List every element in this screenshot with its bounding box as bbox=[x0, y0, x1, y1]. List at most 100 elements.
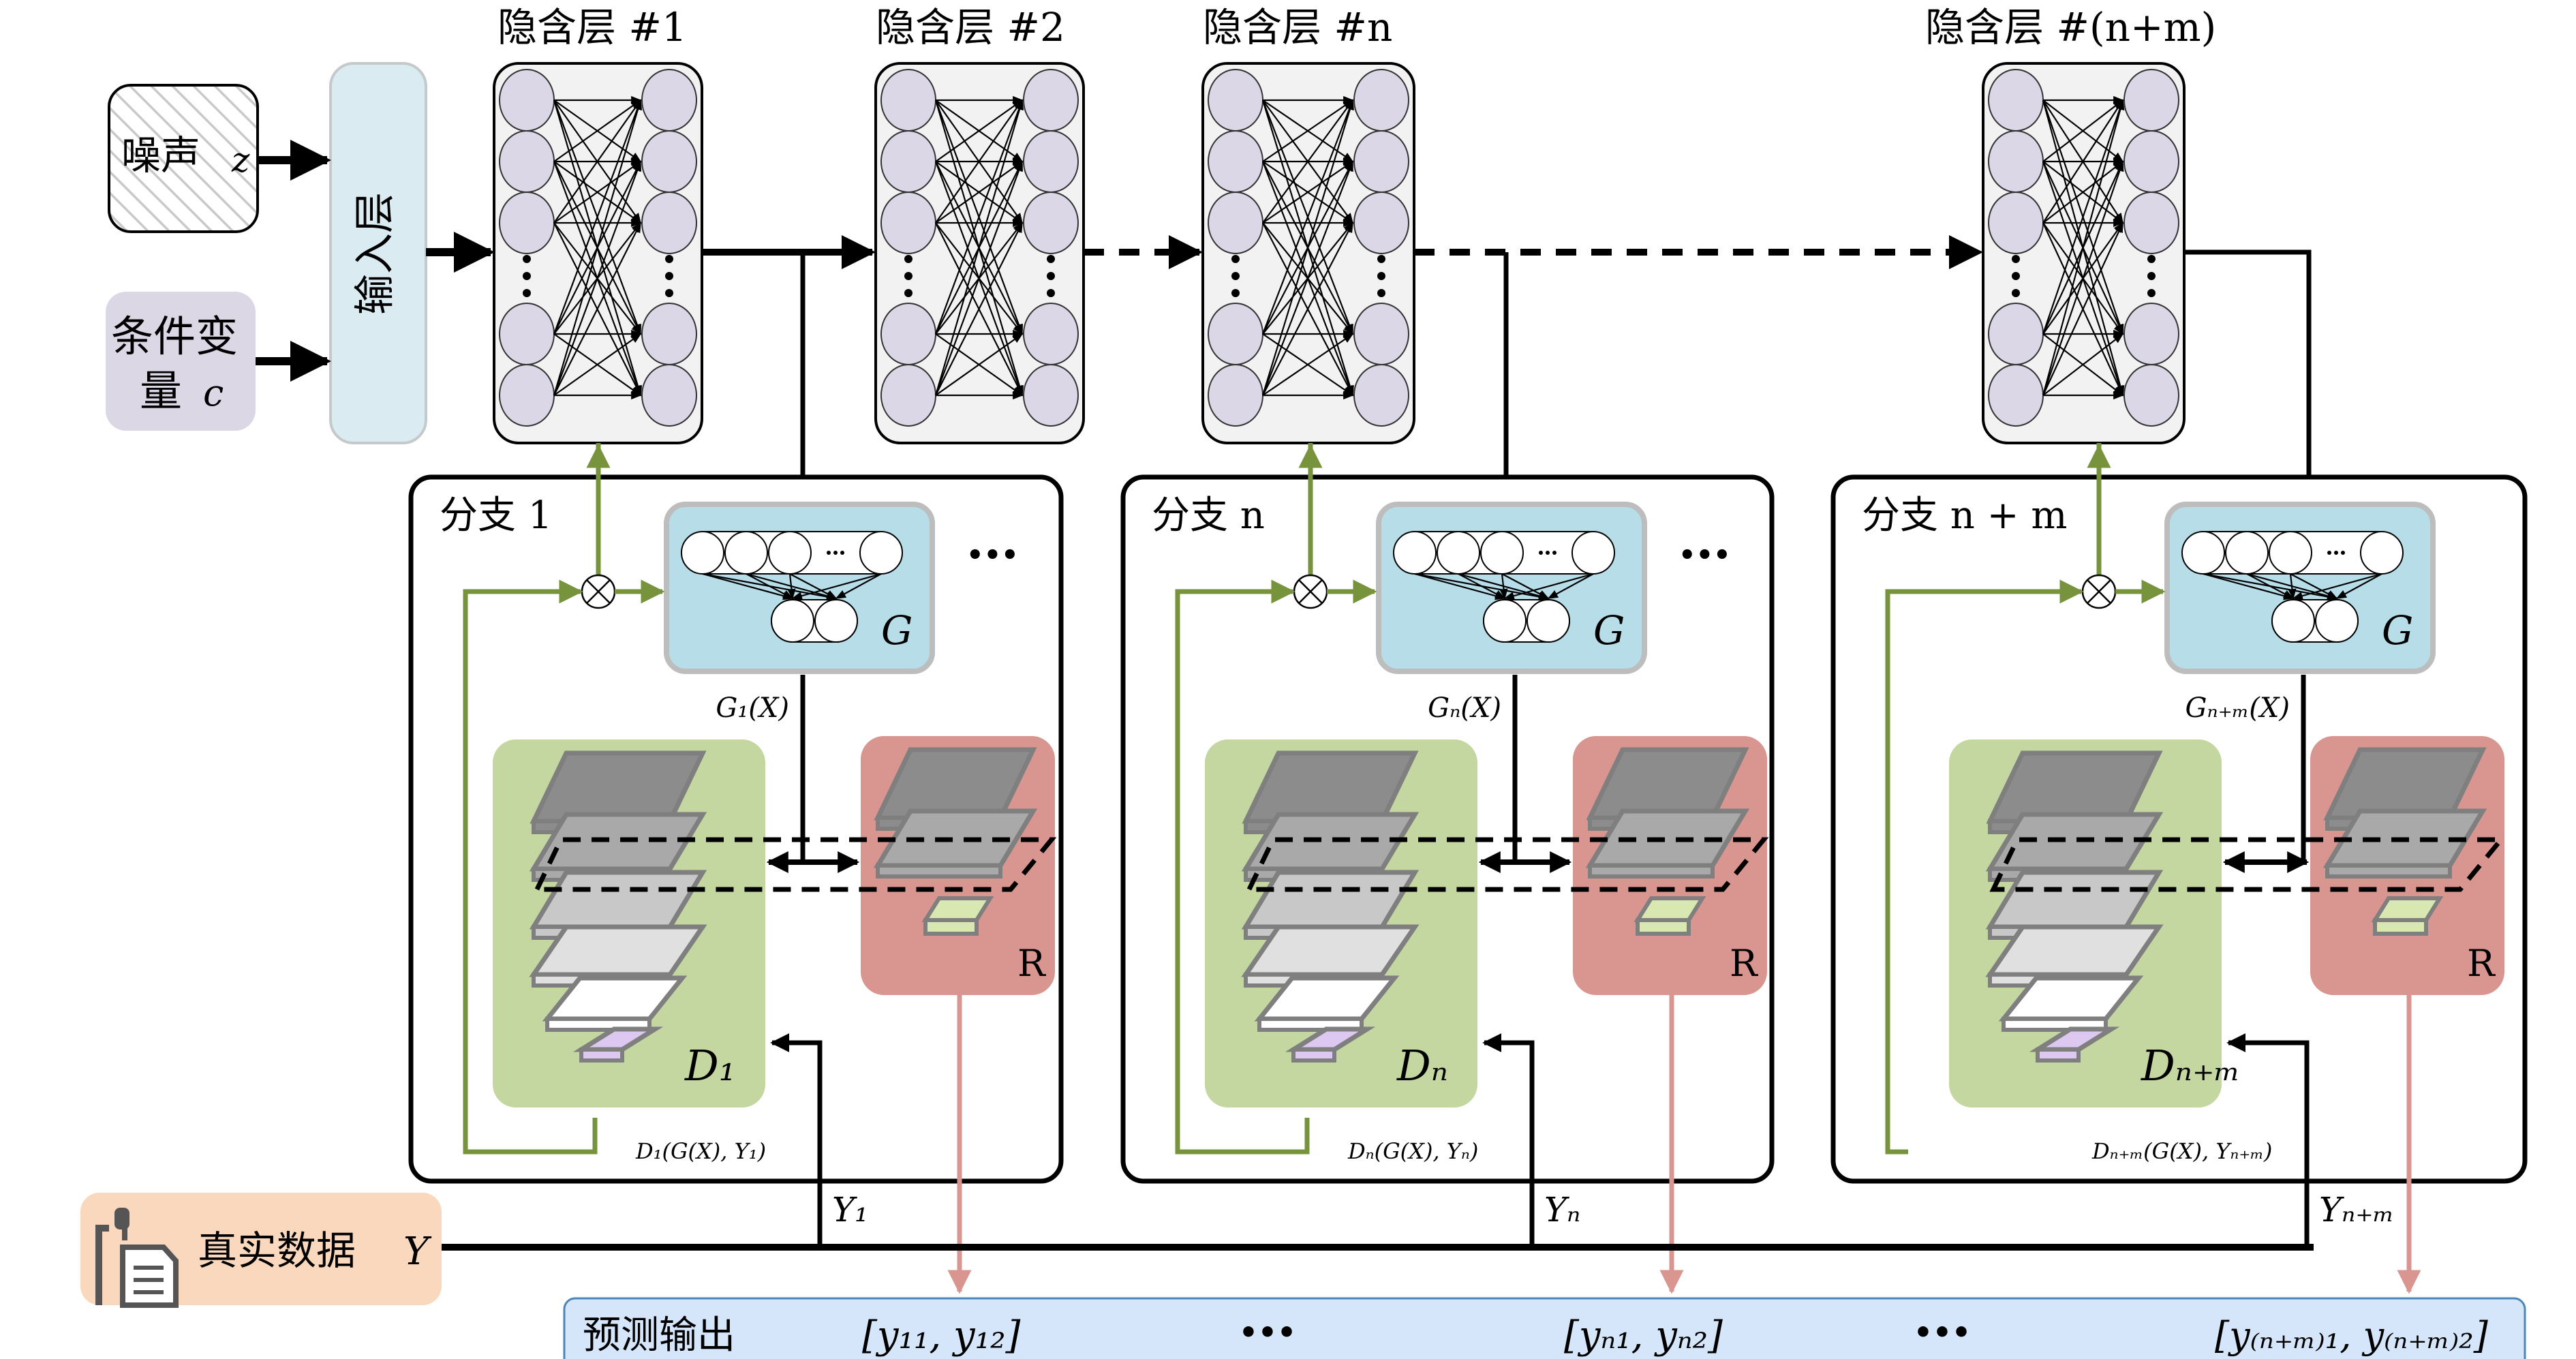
condition-symbol: c bbox=[203, 371, 224, 414]
condition-label-line1: 条件变 bbox=[111, 311, 238, 361]
ellipsis-dot bbox=[2147, 272, 2156, 280]
discriminator-layer bbox=[530, 750, 707, 824]
ellipsis-dot bbox=[1047, 255, 1055, 263]
discriminator-layer bbox=[1241, 870, 1420, 930]
discriminator-layer bbox=[529, 870, 707, 930]
ellipsis-dot bbox=[2147, 255, 2156, 263]
neuron bbox=[499, 130, 555, 193]
real-data-label: 真实数据 bbox=[198, 1227, 356, 1274]
generator-neuron bbox=[2271, 599, 2315, 643]
neuron bbox=[880, 364, 936, 427]
noise-label: 噪声 bbox=[121, 132, 200, 179]
discriminator-layer bbox=[1242, 750, 1419, 824]
prediction-value-1: [y₁₁, y₁₂] bbox=[862, 1313, 1021, 1358]
ellipsis-dot bbox=[665, 289, 673, 297]
ellipsis-dot bbox=[904, 289, 913, 297]
generator-neuron bbox=[1437, 531, 1480, 575]
generator-neuron bbox=[768, 531, 812, 575]
neuron-connections bbox=[2042, 95, 2125, 400]
hidden-layer-label: 隐含层 #(n+m) bbox=[1925, 4, 2216, 50]
neuron bbox=[1023, 303, 1079, 365]
ellipsis-dot bbox=[1377, 255, 1385, 263]
input-arrows bbox=[256, 140, 495, 382]
prediction-output-label: 预测输出 bbox=[583, 1313, 735, 1358]
generator-neuron bbox=[724, 531, 768, 575]
neuron bbox=[1353, 364, 1409, 427]
real-data-box: 真实数据 Y bbox=[80, 1193, 442, 1308]
neuron bbox=[2123, 303, 2179, 365]
neuron bbox=[1353, 130, 1409, 193]
discriminator-feedback-line bbox=[1885, 579, 2084, 1155]
neuron bbox=[1208, 303, 1263, 365]
discriminator-layer bbox=[1985, 870, 2164, 930]
discriminator-layer bbox=[1985, 812, 2164, 872]
ellipsis-dot bbox=[523, 272, 531, 280]
neuron bbox=[1208, 364, 1263, 427]
neuron bbox=[641, 192, 697, 254]
neuron bbox=[641, 364, 697, 427]
ellipsis-dot bbox=[904, 272, 913, 280]
neuron bbox=[1988, 130, 2044, 193]
hidden-layer-3: 隐含层 #n bbox=[1201, 4, 1415, 444]
input-layer-box: 输入层 bbox=[329, 62, 427, 444]
discriminator-label: Dₙ₊ₘ bbox=[2141, 1041, 2241, 1090]
hidden-layer-label: 隐含层 #n bbox=[1203, 4, 1392, 50]
hidden-layer-label: 隐含层 #1 bbox=[497, 4, 687, 50]
regressor-label: R bbox=[1730, 942, 1758, 985]
prediction-value-nm: [y₍ₙ₊ₘ₎₁, y₍ₙ₊ₘ₎₂] bbox=[2215, 1314, 2489, 1357]
discriminator-layer bbox=[529, 812, 707, 872]
condition-label-line2: 量 bbox=[140, 366, 182, 416]
generator-neuron bbox=[771, 599, 814, 643]
neuron bbox=[1353, 69, 1409, 132]
real-data-subset-label: Yₙ bbox=[1544, 1190, 1580, 1230]
discriminator-layer bbox=[1241, 812, 1420, 872]
generator-output-label: Gₙ(X) bbox=[1428, 692, 1501, 724]
discriminator-layer bbox=[529, 924, 707, 977]
neuron bbox=[1208, 192, 1263, 254]
neuron bbox=[641, 303, 697, 365]
regressor-label: R bbox=[1017, 942, 1046, 985]
hidden-layer-label: 隐含层 #2 bbox=[876, 4, 1065, 50]
neuron bbox=[2123, 130, 2179, 193]
discriminator-output-label: Dₙ₊ₘ(G(X), Yₙ₊ₘ) bbox=[2091, 1138, 2272, 1164]
generator-neuron bbox=[2225, 531, 2269, 575]
neuron bbox=[1023, 192, 1079, 254]
condition-input-box: 条件变 量 c bbox=[106, 292, 256, 431]
regressor-label: R bbox=[2467, 942, 2496, 985]
neuron-connections bbox=[934, 95, 1024, 400]
hiddennm-to-branchnm-arrow bbox=[2184, 249, 2318, 506]
neuron bbox=[1988, 192, 2044, 254]
neuron bbox=[499, 192, 555, 254]
hidden-layers: 隐含层 #1 隐含层 #2 隐含层 #n 隐含层 #(n+m) bbox=[493, 4, 2216, 444]
clipboard-icon bbox=[95, 1208, 179, 1308]
shared-layer-dashed-outline bbox=[1245, 837, 1769, 892]
neuron bbox=[1988, 303, 2044, 365]
hidden-layer-4: 隐含层 #(n+m) bbox=[1925, 4, 2216, 444]
generator-neuron bbox=[859, 531, 903, 575]
neuron-connections bbox=[1261, 95, 1354, 400]
output-ellipsis-1: ••• bbox=[1239, 1315, 1296, 1350]
neuron bbox=[1353, 303, 1409, 365]
neuron bbox=[499, 364, 555, 427]
neuron bbox=[1208, 69, 1263, 132]
generator-neuron bbox=[2360, 531, 2404, 575]
prediction-value-n: [yₙ₁, yₙ₂] bbox=[1564, 1313, 1723, 1358]
branch-title: 分支 n bbox=[1152, 493, 1265, 538]
generator-neuron bbox=[2315, 599, 2359, 643]
neuron bbox=[2123, 69, 2179, 132]
real-data-to-discriminator-arrow bbox=[770, 1033, 823, 1247]
generator-label: G bbox=[881, 607, 913, 654]
neuron bbox=[880, 192, 936, 254]
discriminator-layer bbox=[1986, 750, 2163, 824]
ellipsis-dot bbox=[665, 255, 673, 263]
real-data-subset-label: Yₙ₊ₘ bbox=[2319, 1190, 2394, 1230]
generator-neuron bbox=[1571, 531, 1615, 575]
neuron bbox=[880, 130, 936, 193]
neuron bbox=[1023, 130, 1079, 193]
discriminator-layer bbox=[1985, 924, 2164, 977]
generator-neuron bbox=[1483, 599, 1527, 643]
branch-title: 分支 1 bbox=[440, 493, 552, 538]
ellipsis-dot bbox=[1047, 289, 1055, 297]
